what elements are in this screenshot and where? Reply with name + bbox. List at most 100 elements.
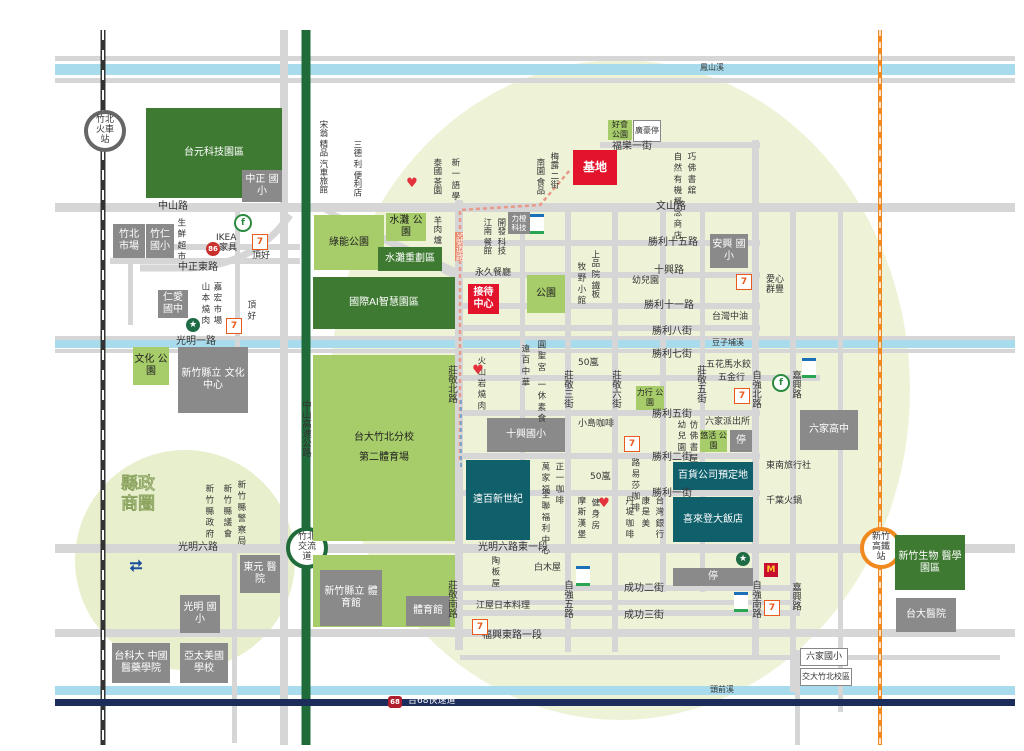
road-jiaxing-2: 嘉興路 — [789, 582, 801, 611]
wenhua-park-block[interactable]: 文化 公園 — [133, 347, 169, 385]
ok-mart-icon[interactable] — [734, 592, 748, 612]
poi-jianshen: 健 身 房 — [589, 498, 600, 529]
zhubei-interchange[interactable]: 竹北 交流道 — [286, 527, 328, 569]
seven-eleven-icon[interactable]: 7 — [764, 600, 780, 616]
road-zhuangjing-6: 莊敬六街 — [609, 370, 621, 408]
poi-song: 宋翁 精品 汽車旅館 — [317, 120, 328, 194]
hsr-station[interactable]: 新竹 高鐵站 — [860, 527, 902, 569]
brand-86-icon[interactable]: 86 — [206, 242, 220, 256]
hilife-icon[interactable]: ♥ — [598, 495, 610, 511]
asia-school-block[interactable]: 亞太美國 學校 — [180, 643, 228, 683]
site-block[interactable]: 基地 — [573, 150, 617, 185]
shixing-school-block[interactable]: 十興國小 — [487, 418, 565, 452]
poi-ikea-shop: 家具 — [219, 243, 238, 253]
road-jiaxing: 嘉興路 — [789, 370, 801, 399]
parking-block-1[interactable]: 停 — [730, 430, 752, 452]
poi-shenggong-st: 正 一 咖 啡 — [553, 462, 564, 505]
hilife-icon[interactable]: ♥ — [472, 362, 484, 378]
ok-mart-icon[interactable] — [530, 214, 544, 234]
poi-yangrou: 羊肉 爐 — [431, 216, 442, 245]
poi-youer: 幼兒園 — [632, 276, 660, 286]
yuanbai-block[interactable]: 遠百新世紀 — [466, 460, 530, 540]
poi-yiyou: 一 休 素 食 — [535, 380, 546, 423]
guangming-school-block[interactable]: 光明 國小 — [180, 595, 220, 633]
ntu-campus-block[interactable]: 交大竹北校區 — [800, 668, 852, 686]
road-zhongshan: 中山路 — [158, 201, 188, 212]
starbucks-icon[interactable]: ★ — [186, 318, 200, 332]
anxing-school-block[interactable]: 安興 國小 — [710, 234, 748, 268]
seven-eleven-icon[interactable]: 7 — [252, 234, 268, 250]
hotel-block[interactable]: 喜來登大飯店 — [673, 497, 753, 542]
station-label: 竹北 火車站 — [95, 115, 114, 145]
nature-park-block[interactable]: 好會 公園 — [608, 120, 632, 140]
family-mart-icon[interactable]: f — [234, 214, 252, 232]
ok-mart-icon[interactable] — [576, 566, 590, 586]
road-guangming-6-east: 光明六路東一段 — [478, 542, 548, 553]
family-mart-icon[interactable]: f — [772, 374, 790, 392]
seven-eleven-icon[interactable]: 7 — [734, 388, 750, 404]
road-zhuangjing-5: 莊敬五街 — [694, 365, 706, 403]
highway-number: 68 — [390, 698, 400, 706]
poi-jiuyuan: 路 易 莎 咖 啡 — [629, 458, 640, 512]
ai-park-block[interactable]: 國際AI智慧園區 — [313, 277, 455, 329]
zhongzheng-curve — [140, 212, 293, 272]
county-culture-block[interactable]: 新竹縣立 文化中心 — [178, 347, 248, 413]
liujia-school-block[interactable]: 六家國小 — [800, 648, 848, 666]
dongyuan-hospital-block[interactable]: 東元 醫院 — [240, 555, 280, 593]
poi-lihang[interactable]: 力橙 科技 — [508, 212, 530, 234]
poi-yongjiu: 永久餐廳 — [475, 268, 512, 278]
reception-block[interactable]: 接待 中心 — [468, 284, 499, 314]
seven-eleven-icon[interactable]: 7 — [226, 318, 242, 334]
gymnasium-block[interactable]: 體育館 — [406, 596, 450, 626]
liujia-high-block[interactable]: 六家高中 — [800, 410, 858, 450]
hilife-icon[interactable]: ♥ — [406, 175, 418, 191]
road-zikiang-5: 自強五路 — [561, 580, 573, 618]
poi-sanyi: 三德 利 便利店 — [351, 140, 362, 197]
carrefour-icon[interactable]: ⮂ — [129, 556, 143, 575]
zhongzheng-school-block[interactable]: 中正 國小 — [242, 170, 282, 202]
dept-store-block[interactable]: 百貨公司預定地 — [673, 462, 753, 490]
ok-mart-icon[interactable] — [802, 358, 816, 378]
road-zhongshan-hwy: 中山高速公路 — [299, 400, 311, 457]
poi-kangfu: 康 是 美 — [639, 496, 650, 527]
renai-school-block[interactable]: 仁愛 國中 — [158, 290, 188, 318]
mcdonalds-icon[interactable]: M — [764, 563, 778, 577]
planned-road — [458, 169, 571, 460]
zhubei-train-station[interactable]: 竹北 火車站 — [84, 110, 126, 152]
horizontal-roads — [55, 56, 1015, 660]
seven-eleven-icon[interactable]: 7 — [624, 436, 640, 452]
poi-county-council: 新 竹 縣 議 會 — [221, 484, 232, 538]
tku-block[interactable]: 台科大 中國醫藥學院 — [112, 643, 170, 683]
poi-shanbei: 山 本 燒 肉 — [199, 282, 210, 325]
ntu-hospital-block[interactable]: 台大醫院 — [896, 598, 956, 632]
lixin-park-block[interactable]: 力行 公園 — [636, 386, 664, 410]
river-middle-label: 豆子埔溪 — [712, 338, 744, 347]
park-block[interactable]: 公園 — [527, 275, 565, 313]
zhubei-market-block[interactable]: 竹北 市場 — [113, 224, 145, 258]
poi-motang: 摩 斯 漢 堡 — [575, 496, 586, 539]
zhuren-school-block[interactable]: 竹仁 國小 — [146, 224, 174, 258]
luneng-park-block[interactable]: 綠能公園 — [314, 215, 384, 270]
shuitan-park-block[interactable]: 水灘 公園 — [386, 213, 426, 241]
hanwei-block[interactable]: 廣豪停 — [633, 120, 661, 142]
seven-eleven-icon[interactable]: 7 — [736, 274, 752, 290]
poi-nanyang: 南園 食品 — [534, 158, 545, 195]
xiaoguo-park-block[interactable]: 悠活 公園 — [700, 430, 727, 452]
road-shixing: 十興路 — [654, 265, 684, 276]
county-gym-block[interactable]: 新竹縣立 體育館 — [320, 570, 382, 626]
poi-county-gov: 新 竹 縣 政 府 — [203, 484, 214, 538]
parking-block-2[interactable]: 停 — [673, 568, 753, 586]
road-guangming-6: 光明六路 — [178, 542, 218, 553]
poi-qianye: 千葉火鍋 — [766, 496, 803, 506]
road-meishu: 福樂一街 — [612, 141, 652, 152]
biomed-block[interactable]: 新竹生物 醫學園區 — [895, 535, 965, 590]
shuitan-area-block[interactable]: 水灘重劃區 — [378, 247, 442, 271]
starbucks-icon[interactable]: ★ — [736, 552, 750, 566]
ntu-block[interactable]: 台大竹北分校 第二體育場 — [313, 355, 455, 541]
poi-wuhua: 五花馬水餃 — [706, 360, 752, 370]
road-shengli-11: 勝利十一路 — [644, 300, 694, 311]
river-top-label: 鳳山溪 — [700, 63, 724, 72]
road-shengli-7: 勝利七街 — [652, 349, 692, 360]
seven-eleven-icon[interactable]: 7 — [472, 619, 488, 635]
